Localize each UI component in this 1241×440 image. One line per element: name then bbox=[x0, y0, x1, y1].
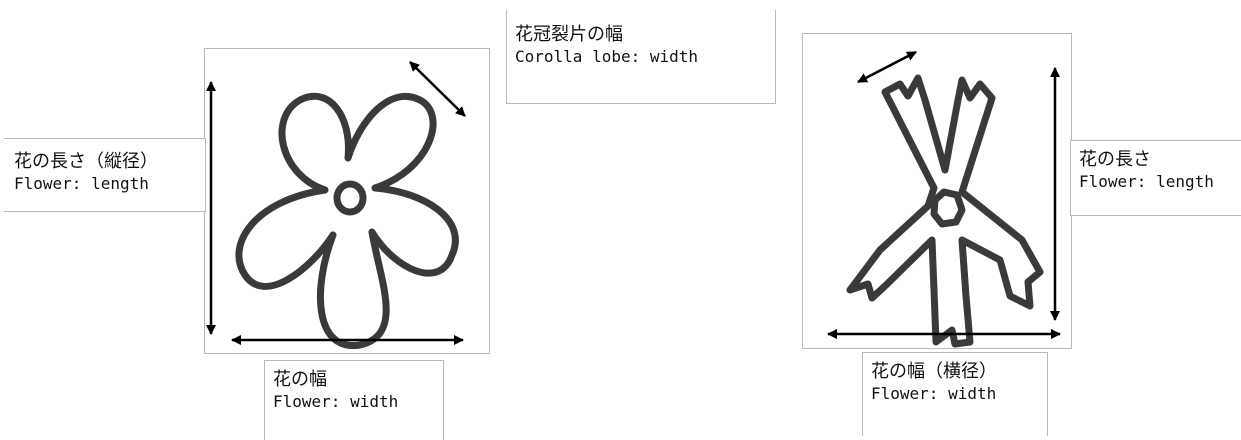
right-flower-length-en: Flower: length bbox=[1079, 171, 1214, 191]
right-flower-center bbox=[930, 188, 966, 228]
corolla-lobe-width-jp: 花冠裂片の幅 bbox=[515, 24, 623, 45]
left-flower-outline bbox=[235, 92, 459, 349]
left-flower-length-jp: 花の長さ（縦径） bbox=[14, 151, 158, 172]
right-lobe-arrow bbox=[857, 50, 917, 84]
right-flower-length-jp: 花の長さ bbox=[1079, 149, 1151, 170]
right-flower-width-en: Flower: width bbox=[871, 383, 997, 403]
right-flower-width-label: 花の幅（横径） Flower: width bbox=[862, 352, 1048, 436]
lobe-width-arrow bbox=[409, 61, 466, 117]
corolla-lobe-width-en: Corolla lobe: width bbox=[515, 46, 699, 66]
right-flower-length-label: 花の長さ Flower: length bbox=[1070, 140, 1241, 216]
left-flower-width-label: 花の幅 Flower: width bbox=[264, 360, 444, 440]
left-flower-width-jp: 花の幅 bbox=[273, 369, 327, 390]
corolla-lobe-width-label: 花冠裂片の幅 Corolla lobe: width bbox=[506, 10, 776, 104]
right-flower-width-jp: 花の幅（横径） bbox=[871, 361, 997, 382]
right-flower-outline bbox=[846, 74, 1044, 348]
left-flower-length-label: 花の長さ（縦径） Flower: length bbox=[4, 138, 206, 212]
left-flower-center bbox=[333, 180, 367, 216]
left-flower-length-en: Flower: length bbox=[14, 173, 149, 193]
left-flower-width-en: Flower: width bbox=[273, 391, 399, 411]
